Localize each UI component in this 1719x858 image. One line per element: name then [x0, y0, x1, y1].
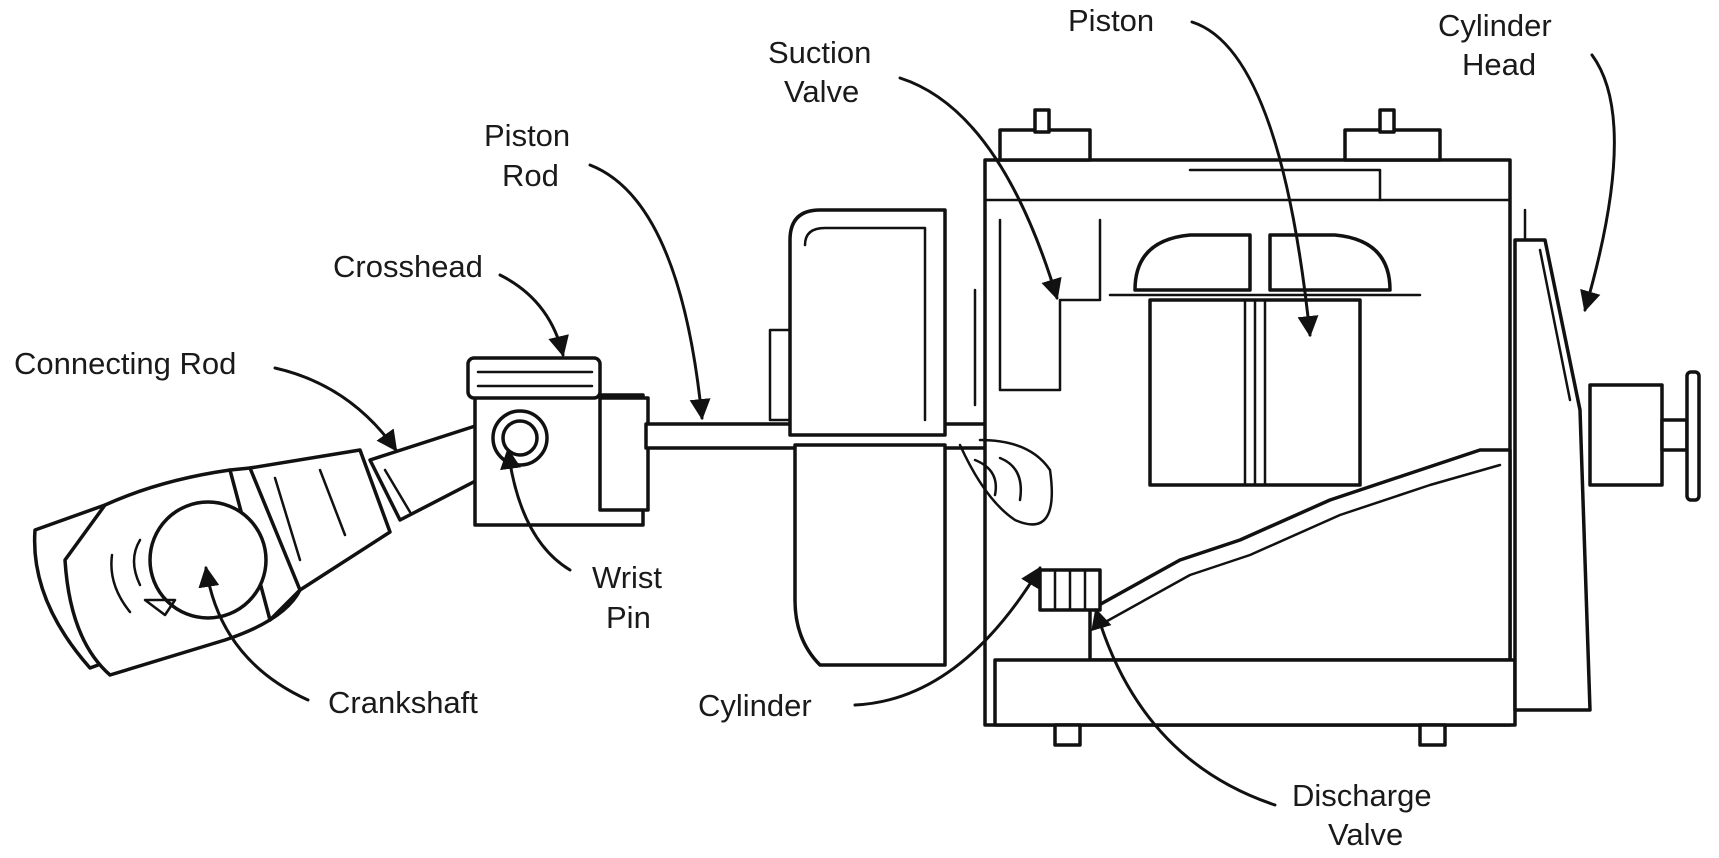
label-discharge-valve-line1: Discharge [1292, 778, 1432, 813]
label-connecting-rod: Connecting Rod [14, 346, 236, 381]
labels: Piston Cylinder Head Suction Valve Pisto… [14, 3, 1552, 852]
label-cylinder: Cylinder [698, 688, 812, 723]
label-wrist-pin-line2: Pin [606, 600, 651, 635]
label-cylinder-head-line2: Head [1462, 47, 1536, 82]
label-cylinder-head-line1: Cylinder [1438, 8, 1552, 43]
label-suction-valve-line1: Suction [768, 35, 871, 70]
leader-lines [198, 20, 1616, 807]
crosshead-drawing [466, 356, 650, 527]
compressor-body-drawing [768, 108, 1701, 747]
label-suction-valve-line2: Valve [784, 74, 859, 109]
label-discharge-valve-line2: Valve [1328, 817, 1403, 852]
crankshaft-drawing [32, 466, 302, 677]
label-piston-rod-line2: Rod [502, 158, 559, 193]
label-piston: Piston [1068, 3, 1154, 38]
label-piston-rod-line1: Piston [484, 118, 570, 153]
label-crosshead: Crosshead [333, 249, 483, 284]
label-wrist-pin-line1: Wrist [592, 560, 662, 595]
label-crankshaft: Crankshaft [328, 685, 478, 720]
